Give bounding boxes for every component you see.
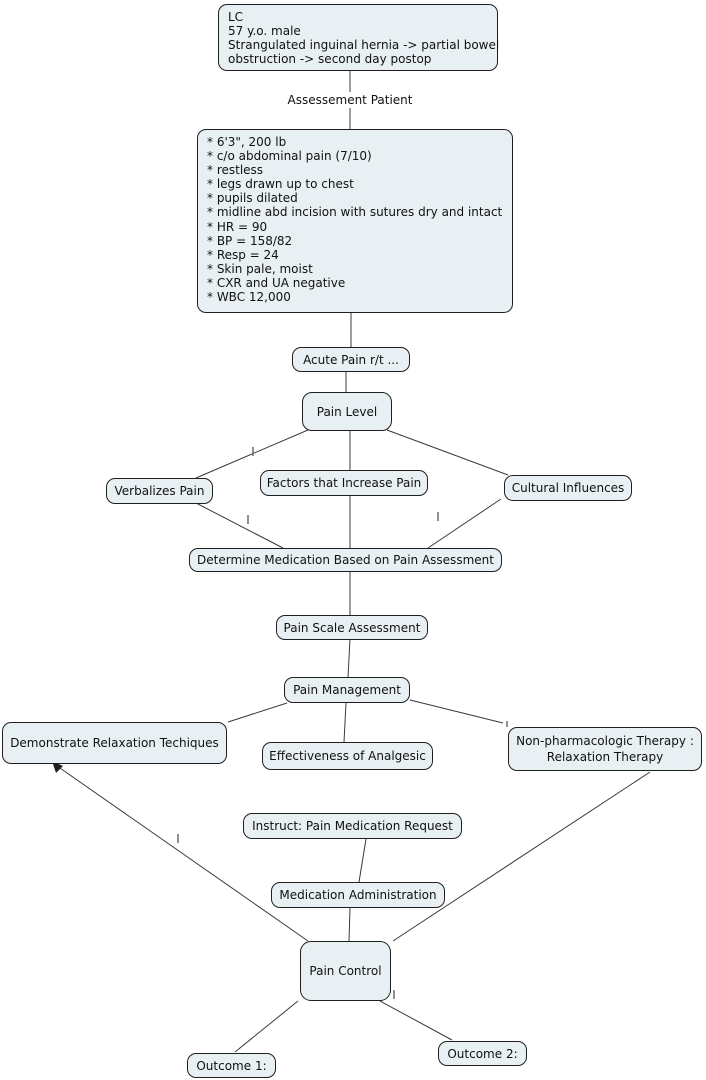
edge-pain-control-to-demonstrate[interactable]	[56, 765, 309, 942]
edge-pain-level-to-verbalizes[interactable]	[195, 429, 309, 479]
node-non-pharmacologic-therapy[interactable]: Non-pharmacologic Therapy : Relaxation T…	[508, 727, 702, 771]
edge-verbalizes-to-determine[interactable]	[195, 502, 284, 549]
node-pain-scale-assessment[interactable]: Pain Scale Assessment	[276, 615, 428, 640]
node-determine-medication[interactable]: Determine Medication Based on Pain Asses…	[189, 548, 502, 572]
node-pain-control[interactable]: Pain Control	[300, 941, 391, 1001]
edge-pain-control-to-outcome-2[interactable]	[379, 1000, 453, 1041]
node-factors-increase-pain[interactable]: Factors that Increase Pain	[260, 470, 428, 496]
node-outcome-2[interactable]: Outcome 2:	[438, 1041, 527, 1066]
edge-medication-admin-to-pain-control[interactable]	[348, 907, 351, 942]
node-demonstrate-relaxation[interactable]: Demonstrate Relaxation Techiques	[2, 722, 227, 764]
link-label-assessement-patient[interactable]: Assessement Patient	[280, 93, 420, 107]
node-acute-pain[interactable]: Acute Pain r/t ...	[292, 347, 410, 372]
edge-instruct-to-medication-admin[interactable]	[358, 838, 367, 883]
edge-pain-control-to-outcome-1[interactable]	[234, 1000, 299, 1053]
node-medication-administration[interactable]: Medication Administration	[271, 882, 445, 908]
node-verbalizes-pain[interactable]: Verbalizes Pain	[106, 478, 213, 504]
node-assessment-findings[interactable]: * 6'3", 200 lb * c/o abdominal pain (7/1…	[197, 129, 513, 313]
edge-cultural-to-determine[interactable]	[427, 498, 502, 549]
edge-pain-management-to-effectiveness[interactable]	[343, 702, 347, 743]
node-cultural-influences[interactable]: Cultural Influences	[504, 475, 632, 501]
edge-nonpharmacologic-to-pain-control[interactable]	[392, 771, 651, 942]
node-pain-level[interactable]: Pain Level	[302, 392, 392, 431]
edge-pain-management-to-demonstrate[interactable]	[227, 702, 288, 723]
node-patient-summary[interactable]: LC 57 y.o. male Strangulated inguinal he…	[218, 4, 499, 71]
node-pain-management[interactable]: Pain Management	[284, 677, 410, 703]
edge-pain-level-to-cultural[interactable]	[386, 429, 509, 476]
node-instruct-pain-medication[interactable]: Instruct: Pain Medication Request	[243, 813, 462, 839]
edge-pain-scale-to-pain-management[interactable]	[347, 638, 351, 678]
edge-pain-management-to-nonpharmacologic[interactable]	[409, 699, 504, 724]
arrowhead	[52, 761, 63, 773]
node-outcome-1[interactable]: Outcome 1:	[187, 1053, 276, 1078]
node-effectiveness-analgesic[interactable]: Effectiveness of Analgesic	[262, 742, 433, 770]
